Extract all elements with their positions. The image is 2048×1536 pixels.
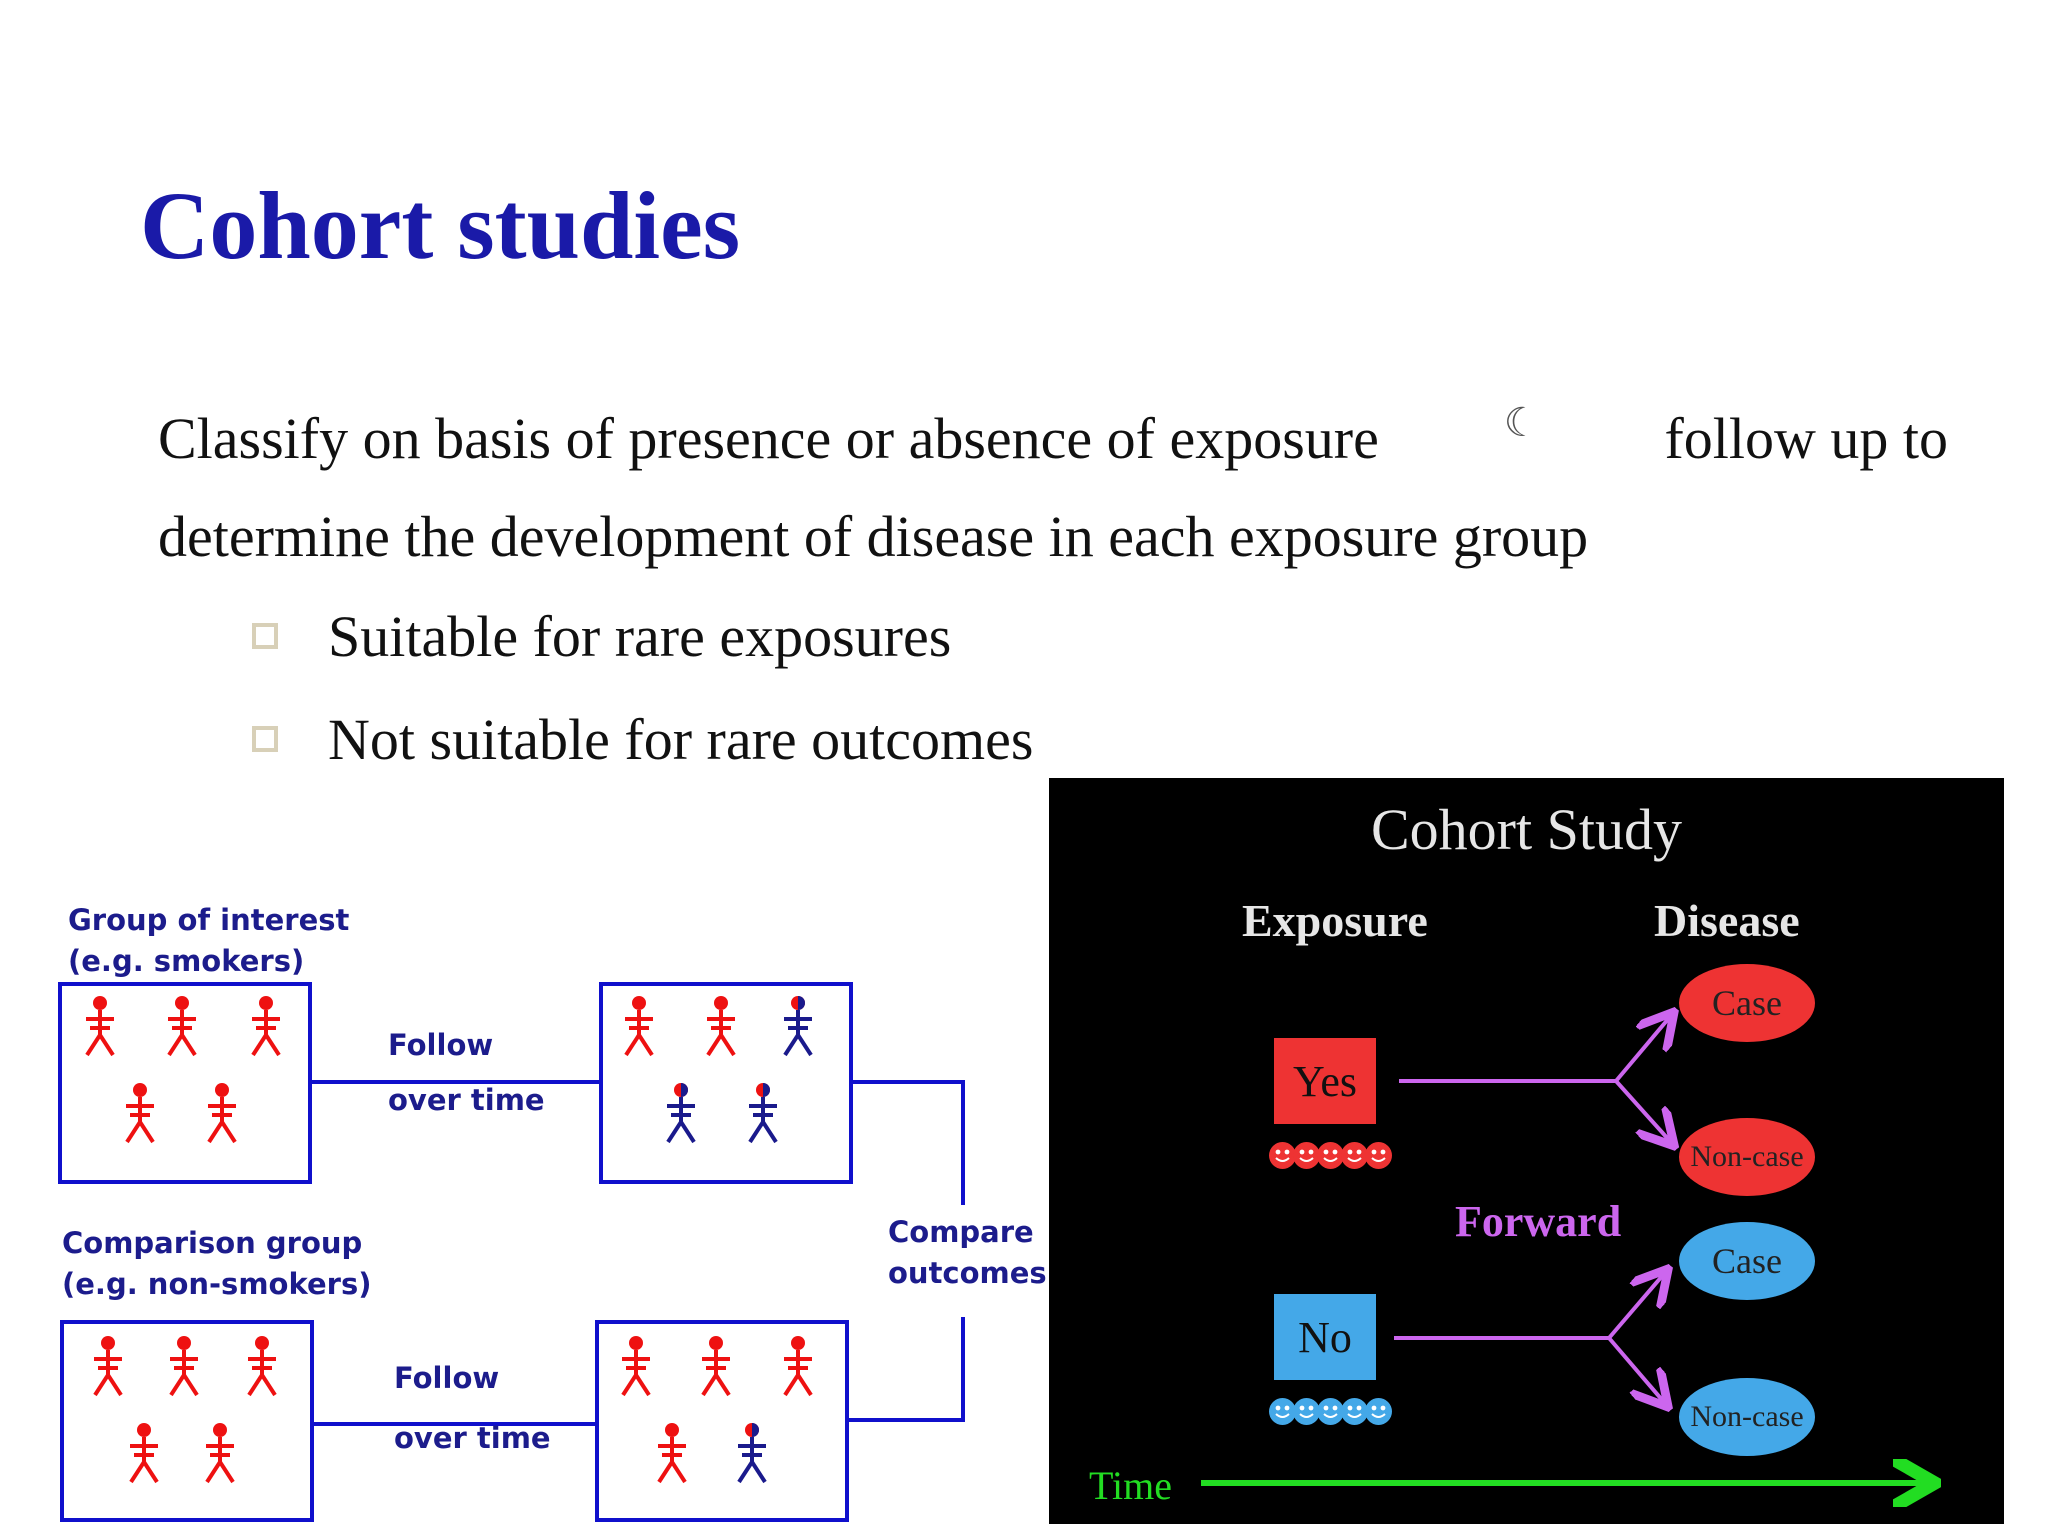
smiley-face-icon	[1293, 1142, 1320, 1169]
intro-paragraph-line2: determine the development of disease in …	[158, 504, 1589, 569]
person-icon	[129, 1423, 159, 1484]
person-icon	[701, 1336, 731, 1397]
disease-header: Disease	[1654, 895, 1800, 946]
follow-over-time-top: Follow	[388, 1025, 493, 1066]
diseased-person-icon	[666, 1083, 696, 1144]
smiley-face-icon	[1365, 1142, 1392, 1169]
smiley-face-icon	[1365, 1398, 1392, 1425]
noncase-oval-unexposed: Non-case	[1679, 1378, 1815, 1456]
diseased-person-icon	[783, 996, 813, 1057]
bullet-text: Not suitable for rare outcomes	[328, 707, 1034, 772]
smiley-face-icon	[1293, 1398, 1320, 1425]
person-icon	[207, 1083, 237, 1144]
follow-over-time-top-2: over time	[388, 1080, 545, 1121]
smiley-face-icon	[1317, 1398, 1344, 1425]
square-bullet-icon	[252, 726, 278, 752]
follow-bottom-line1: Follow	[394, 1361, 500, 1395]
person-icon	[125, 1083, 155, 1144]
exposure-header: Exposure	[1242, 895, 1428, 946]
square-bullet-icon	[252, 623, 278, 649]
compare-line2: outcomes	[888, 1256, 1047, 1290]
cohort-study-panel: Cohort Study Exposure Disease Yes No For…	[1049, 778, 2004, 1524]
diseased-person-icon	[737, 1423, 767, 1484]
person-icon	[85, 996, 115, 1057]
smiley-face-icon	[1317, 1142, 1344, 1169]
case-oval-exposed: Case	[1679, 964, 1815, 1042]
intro-text-start: Classify on basis of presence or absence…	[158, 406, 1379, 471]
exposed-end-box	[599, 982, 853, 1184]
compare-outcomes-label: Compare outcomes	[888, 1212, 1047, 1294]
person-icon	[93, 1336, 123, 1397]
comparison-group-label: Comparison group (e.g. non-smokers)	[62, 1223, 371, 1305]
comparison-label-line2: (e.g. non-smokers)	[62, 1267, 372, 1301]
person-icon	[783, 1336, 813, 1397]
smiley-face-icon	[1269, 1142, 1296, 1169]
person-icon	[657, 1423, 687, 1484]
forward-label: Forward	[1455, 1197, 1622, 1246]
smiley-face-icon	[1341, 1398, 1368, 1425]
connector-lines	[310, 1080, 965, 1426]
person-icon	[169, 1336, 199, 1397]
flow-arrows	[1201, 778, 2004, 1524]
group-label-line1: Group of interest	[68, 903, 350, 937]
person-icon	[624, 996, 654, 1057]
person-icon	[621, 1336, 651, 1397]
follow-top-line2: over time	[388, 1083, 545, 1117]
panel-title: Cohort Study	[1371, 797, 1682, 862]
person-icon	[247, 1336, 277, 1397]
comparison-label-line1: Comparison group	[62, 1226, 363, 1260]
follow-bottom-line2: over time	[394, 1421, 551, 1455]
moon-icon: ☾	[1503, 400, 1540, 445]
case-oval-unexposed: Case	[1679, 1222, 1815, 1300]
person-icon	[251, 996, 281, 1057]
compare-line1: Compare	[888, 1215, 1034, 1249]
intro-paragraph-line1: Classify on basis of presence or absence…	[158, 400, 1948, 472]
person-icon	[205, 1423, 235, 1484]
time-label: Time	[1089, 1463, 1173, 1508]
follow-over-time-bottom: Follow	[394, 1358, 499, 1399]
unexposed-start-box	[60, 1320, 314, 1522]
noncase-oval-exposed: Non-case	[1679, 1118, 1815, 1196]
exposure-yes-box: Yes	[1274, 1038, 1376, 1124]
bullet-text: Suitable for rare exposures	[328, 604, 952, 669]
person-icon	[167, 996, 197, 1057]
follow-top-line1: Follow	[388, 1028, 494, 1062]
person-icon	[706, 996, 736, 1057]
diseased-person-icon	[748, 1083, 778, 1144]
slide-title: Cohort studies	[140, 172, 741, 279]
exposure-no-box: No	[1274, 1294, 1376, 1380]
follow-over-time-bottom-2: over time	[394, 1418, 551, 1459]
smiley-face-icon	[1269, 1398, 1296, 1425]
group-label-line2: (e.g. smokers)	[68, 944, 305, 978]
cohort-flow-diagram: Group of interest (e.g. smokers) Compari…	[0, 780, 1047, 1536]
group-of-interest-label: Group of interest (e.g. smokers)	[68, 900, 349, 982]
smiley-face-icon	[1341, 1142, 1368, 1169]
intro-text-end: follow up to	[1664, 406, 1948, 471]
